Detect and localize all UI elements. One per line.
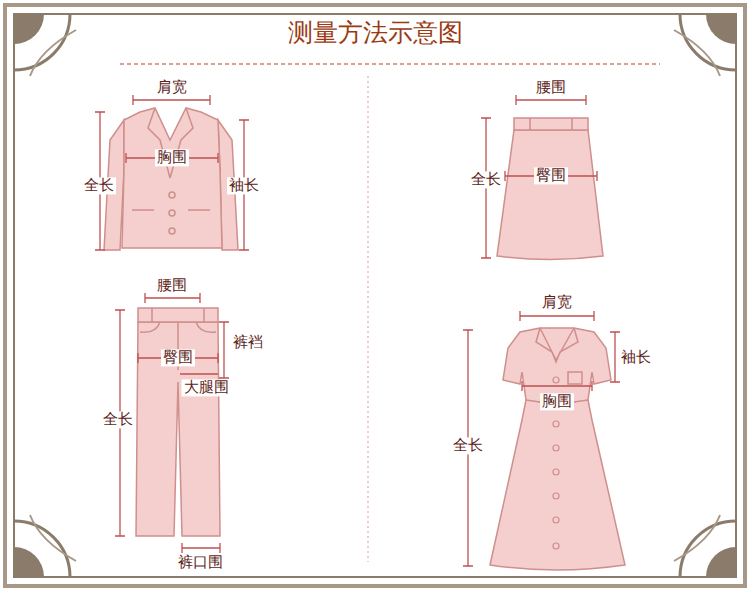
corner-ornament-part [14,14,70,70]
jacket-part [169,228,175,234]
corner-ornament-part [14,14,44,44]
frame [5,5,745,586]
measure-label: 袖长 [227,177,261,194]
measure-lines-part [219,322,229,378]
corner-ornament [14,515,76,577]
corner-ornament-part [30,30,76,76]
dress-part [490,328,625,570]
measure-label: 袖长 [619,349,653,366]
measure-label: 全长 [101,411,135,428]
dress-buttons-part [553,421,559,427]
dress-buttons-part [553,377,559,383]
dress-part [536,328,578,362]
corner-ornament-part [14,521,70,577]
measure-label: 臀围 [534,167,568,184]
dress-buttons-part [553,543,559,549]
corner-ornament [674,515,736,577]
pants-part [140,308,216,370]
dress-buttons-part [553,517,559,523]
corner-ornament-part [706,547,736,577]
measure-lines-part [180,373,218,374]
corner-ornament [14,14,76,76]
frame-part [14,14,736,577]
measure-label: 全长 [82,177,116,194]
measure-label: 胸围 [155,149,189,166]
title: 测量方法示意图 [282,18,469,48]
skirt-part [530,118,572,130]
corner-ornament-part [674,515,720,561]
corner-ornament-part [680,14,736,70]
corner-ornament-part [674,30,720,76]
dress-buttons-part [553,445,559,451]
skirt [497,118,603,260]
dress-buttons-part [553,469,559,475]
pants [136,308,220,536]
jacket-part [169,210,175,216]
measure-lines-part [522,381,592,391]
dress [490,328,625,570]
frame-part [5,5,745,586]
separator [367,76,368,562]
measure-label: 全长 [469,171,503,188]
dress-buttons-part [553,493,559,499]
corner-ornament-part [706,14,736,44]
measure-label: 腰围 [155,277,189,294]
measure-lines-part [520,311,594,321]
measure-label: 大腿围 [182,379,231,396]
measure-label: 裤口围 [176,554,225,571]
skirt-part [497,130,603,260]
pants-part [138,308,218,322]
measure-label: 胸围 [540,393,574,410]
corner-ornament [674,14,736,76]
jacket-part [169,192,175,198]
corner-ornament-part [30,515,76,561]
jacket-part [122,108,222,248]
measure-label: 腰围 [534,79,568,96]
pants-part [136,322,220,536]
measure-label: 全长 [451,437,485,454]
measure-lines [95,95,620,566]
measure-lines-part [182,543,220,553]
measure-label: 臀围 [161,349,195,366]
measure-label: 裤裆 [231,334,265,351]
jacket-part [148,108,193,178]
corner-ornament-part [680,521,736,577]
jacket [104,108,238,250]
skirt-part [514,118,588,130]
corner-ornament-part [14,547,44,577]
measure-label: 肩宽 [540,294,574,311]
title-rule [120,63,660,64]
dress-part [568,372,582,384]
measure-label: 肩宽 [155,79,189,96]
